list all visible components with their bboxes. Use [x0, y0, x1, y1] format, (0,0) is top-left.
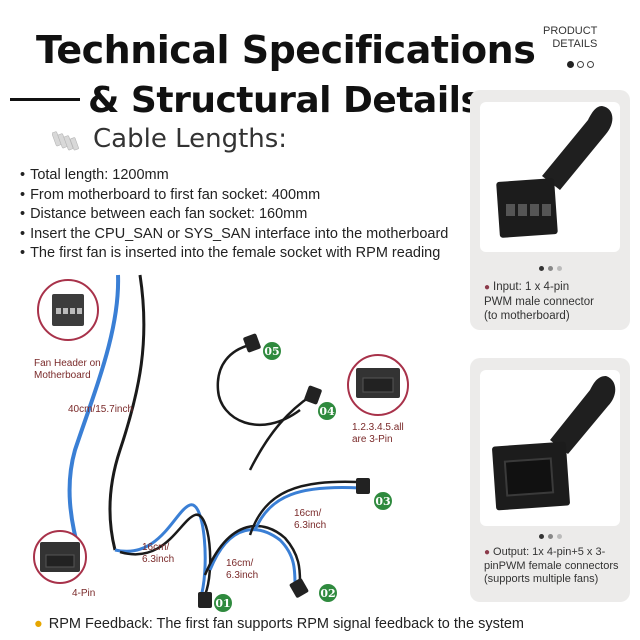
fan-header-label-line: Fan Header on: [34, 358, 101, 369]
socket-03-connector: [356, 478, 370, 494]
segment-length-label: 16cm/ 6.3inch: [142, 542, 174, 566]
list-item: The first fan is inserted into the femal…: [20, 244, 448, 264]
black-cable: [108, 274, 146, 551]
caption-line: PWM male connector: [484, 296, 594, 308]
list-item: Insert the CPU_SAN or SYS_SAN interface …: [20, 225, 448, 245]
fan-header-label-line: Motherboard: [34, 370, 91, 381]
socket-badge: [214, 594, 232, 612]
output-connector-card: ●Output: 1x 4-pin+5 x 3- pinPWM female c…: [470, 358, 630, 602]
male-connector-photo: [480, 102, 620, 252]
female-connector-photo: [480, 370, 620, 526]
socket-badge-label: 02: [320, 587, 335, 600]
input-connector-caption: ●Input: 1 x 4-pin PWM male connector (to…: [484, 280, 626, 323]
socket-badge: [374, 492, 392, 510]
segment-length-line: 16cm/: [294, 508, 322, 519]
socket-badge: [263, 342, 281, 360]
segment-length-line: 6.3inch: [294, 520, 327, 531]
product-details-line-1: PRODUCT: [543, 25, 598, 37]
page-title-line-2: & Structural Details: [88, 80, 482, 121]
socket-01-connector: [198, 592, 212, 608]
page-dot[interactable]: [587, 61, 594, 68]
segment-length-line: 16cm/: [226, 558, 254, 569]
list-item: Distance between each fan socket: 160mm: [20, 205, 448, 225]
black-cable: [203, 524, 302, 583]
female-connector-icon: [492, 376, 616, 511]
socket-05-connector: [243, 333, 261, 353]
caption-line: (supports multiple fans): [484, 573, 599, 585]
lightbulb-icon: ●: [34, 616, 43, 632]
socket-badge-label: 03: [375, 495, 390, 508]
pin-note-line: 1.2.3.4.5.all: [352, 422, 404, 433]
cable-diagram: 05 04 03 02 01 Fan Header on Motherboard…: [0, 270, 470, 615]
pin-icon: ●: [484, 282, 491, 293]
pin-note-line: are 3-Pin: [352, 434, 393, 445]
output-connector-caption: ●Output: 1x 4-pin+5 x 3- pinPWM female c…: [484, 546, 626, 587]
socket-badge-label: 01: [215, 597, 230, 610]
image-dot-active[interactable]: [538, 266, 544, 271]
black-cable: [248, 480, 359, 536]
product-details-line-2: DETAILS: [552, 38, 598, 50]
image-dot[interactable]: [556, 266, 562, 271]
rpm-feedback-text: RPM Feedback: The first fan supports RPM…: [48, 616, 524, 632]
four-pin-label: 4-Pin: [72, 588, 96, 599]
list-item: Total length: 1200mm: [20, 166, 448, 186]
card-image-indicator[interactable]: [470, 534, 630, 539]
pin-note-label: 1.2.3.4.5.all are 3-Pin: [352, 422, 404, 446]
caption-line: Input: 1 x 4-pin: [493, 281, 570, 293]
card-image-indicator[interactable]: [470, 266, 630, 271]
input-connector-card: ●Input: 1 x 4-pin PWM male connector (to…: [470, 90, 630, 330]
title-divider-line: [10, 98, 80, 101]
caption-line: Output: 1x 4-pin+5 x 3-: [493, 546, 606, 558]
cable-spec-list: Total length: 1200mm From motherboard to…: [20, 166, 448, 264]
segment-length-line: 6.3inch: [142, 554, 175, 565]
segment-length-label: 16cm/ 6.3inch: [226, 558, 258, 582]
image-dot[interactable]: [547, 266, 553, 271]
blue-cable: [253, 486, 361, 531]
blue-cable: [114, 503, 207, 601]
list-item: From motherboard to first fan socket: 40…: [20, 186, 448, 206]
fan-header-label: Fan Header on Motherboard: [34, 358, 101, 382]
pin-icon: ●: [484, 547, 491, 558]
socket-badge-label: 04: [319, 405, 335, 418]
socket-badge: [319, 584, 337, 602]
page-dot-active[interactable]: [567, 61, 574, 68]
cable-diagram-graphic: 05 04 03 02 01: [33, 274, 409, 612]
segment-length-line: 16cm/: [142, 542, 170, 553]
segment-length-label: 16cm/ 6.3inch: [294, 508, 326, 532]
socket-02-connector: [289, 578, 309, 598]
image-dot[interactable]: [547, 534, 553, 539]
blue-cable: [208, 528, 297, 586]
product-details-label: PRODUCT DETAILS: [543, 25, 597, 51]
image-dot-active[interactable]: [538, 534, 544, 539]
blue-cable: [67, 274, 121, 556]
black-cable: [248, 393, 313, 471]
black-cable: [216, 343, 301, 427]
male-connector-icon: [496, 106, 613, 238]
rpm-feedback-note: ● RPM Feedback: The first fan supports RP…: [34, 616, 524, 632]
caption-line: pinPWM female connectors: [484, 559, 619, 572]
cable-lengths-heading: Cable Lengths:: [93, 124, 288, 154]
page-dot[interactable]: [577, 61, 584, 68]
cable-length-label: 40cm/15.7inch: [68, 404, 134, 415]
page-indicator[interactable]: [567, 55, 597, 73]
socket-04-connector: [304, 385, 322, 405]
socket-badge-label: 05: [264, 345, 279, 358]
caption-line: (to motherboard): [484, 310, 570, 322]
segment-length-line: 6.3inch: [226, 570, 259, 581]
image-dot[interactable]: [556, 534, 562, 539]
connector-pins-icon: [52, 131, 79, 151]
socket-badge: [318, 402, 336, 420]
page-title-line-1: Technical Specifications: [36, 28, 536, 72]
